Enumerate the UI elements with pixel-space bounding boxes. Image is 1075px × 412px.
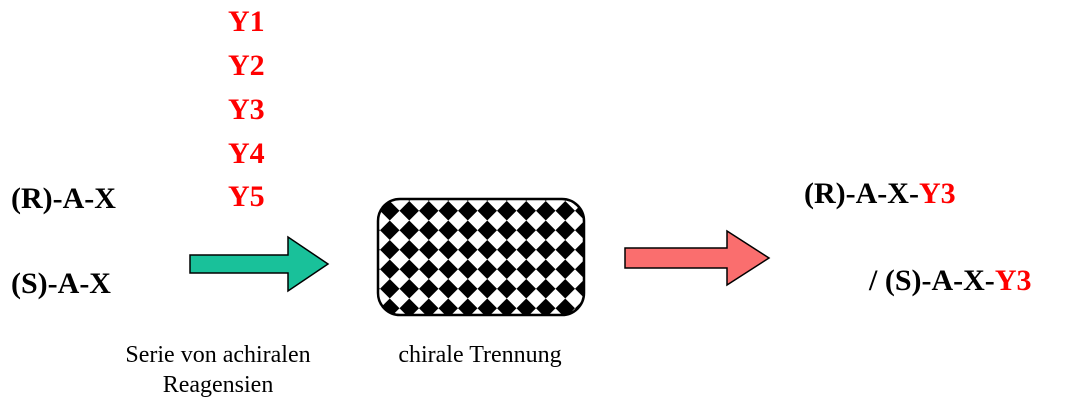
reagents-caption-line2: Reagensien <box>162 372 274 398</box>
reagents-caption: Serie von achiralen Reagensien <box>88 340 348 400</box>
chiral-column-icon <box>376 197 586 317</box>
reagent-y5: Y5 <box>228 180 265 213</box>
reagent-y4: Y4 <box>228 137 265 170</box>
reaction-arrow-shape <box>189 235 330 293</box>
r-product-prefix: (R)-A-X- <box>804 177 919 210</box>
s-compound: (S)-A-X <box>11 267 111 300</box>
reagent-y1: Y1 <box>228 5 265 38</box>
s-product: / (S)-A-X-Y3 <box>869 263 1031 299</box>
s-product-suffix: Y3 <box>994 264 1032 297</box>
reaction-arrow <box>189 235 330 293</box>
separation-arrow-shape <box>624 229 771 287</box>
reagent-y2: Y2 <box>228 49 265 82</box>
r-product-suffix: Y3 <box>918 177 956 210</box>
s-product-prefix: / (S)-A-X- <box>869 264 995 297</box>
reagent-y3: Y3 <box>228 93 265 126</box>
separation-caption: chirale Trennung <box>398 342 562 368</box>
r-product: (R)-A-X-Y3 <box>804 176 956 212</box>
r-compound: (R)-A-X <box>11 182 116 215</box>
reagents-caption-line1: Serie von achiralen <box>125 342 311 368</box>
separation-arrow <box>624 229 771 287</box>
